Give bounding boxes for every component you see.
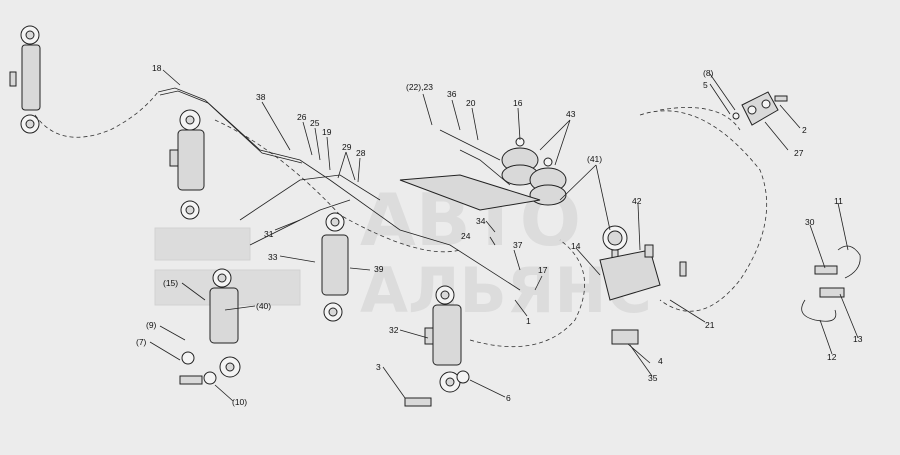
callout-1: 1 [526,316,531,326]
callout-21: 21 [705,320,715,330]
callout-11: 11 [834,196,843,206]
callout-33: 33 [268,252,278,262]
callout-3: 3 [376,362,381,372]
callout-29: 29 [342,142,352,152]
quick-couplers [801,245,861,322]
callout-40: (40) [256,301,271,311]
hydraulic-cylinder-top-left [9,25,41,134]
valve-block [599,225,687,345]
air-springs [399,137,567,211]
hydraulic-cylinder-middle [321,212,349,322]
callout-27: 27 [794,148,804,158]
callout-39: 39 [374,264,384,274]
callout-5: 5 [703,80,708,90]
callout-37: 37 [513,240,523,250]
callout-12: 12 [827,352,837,362]
callout-36: 36 [447,89,457,99]
callout-34: 34 [476,216,486,226]
callout-17: 17 [538,265,548,275]
callout-42: 42 [632,196,642,206]
callout-32: 32 [389,325,399,335]
callout-22-23: (22),23 [406,82,433,92]
callout-38: 38 [256,92,266,102]
hydraulic-cylinder-lower-left [179,268,241,385]
leader-lines [149,69,859,402]
callout-25: 25 [310,118,320,128]
bracket-assembly [732,91,788,126]
hydraulic-cylinder-left-upper [169,109,205,220]
callout-20: 20 [466,98,476,108]
callout-41: (41) [587,154,602,164]
callout-2: 2 [802,125,807,135]
callout-13: 13 [853,334,863,344]
hydraulic-cylinder-bottom-centre [404,285,470,407]
callout-7: (7) [136,337,147,347]
rigid-pipes [157,87,521,291]
callout-28: 28 [356,148,366,158]
callout-8: (8) [703,68,714,78]
callout-14: 14 [571,241,581,251]
callout-15: (15) [163,278,178,288]
callout-24: 24 [461,231,471,241]
callout-16: 16 [513,98,523,108]
callout-26: 26 [297,112,307,122]
callout-18: 18 [152,63,162,73]
callout-35: 35 [648,373,658,383]
callout-labels: 18 38 26 25 19 29 28 31 33 (15) (40) (9)… [136,63,863,407]
callout-43: 43 [566,109,576,119]
callout-9: (9) [146,320,157,330]
callout-6: 6 [506,393,511,403]
callout-30: 30 [805,217,815,227]
callout-31: 31 [264,229,274,239]
callout-19: 19 [322,127,332,137]
callout-10: (10) [232,397,247,407]
callout-4: 4 [658,356,663,366]
